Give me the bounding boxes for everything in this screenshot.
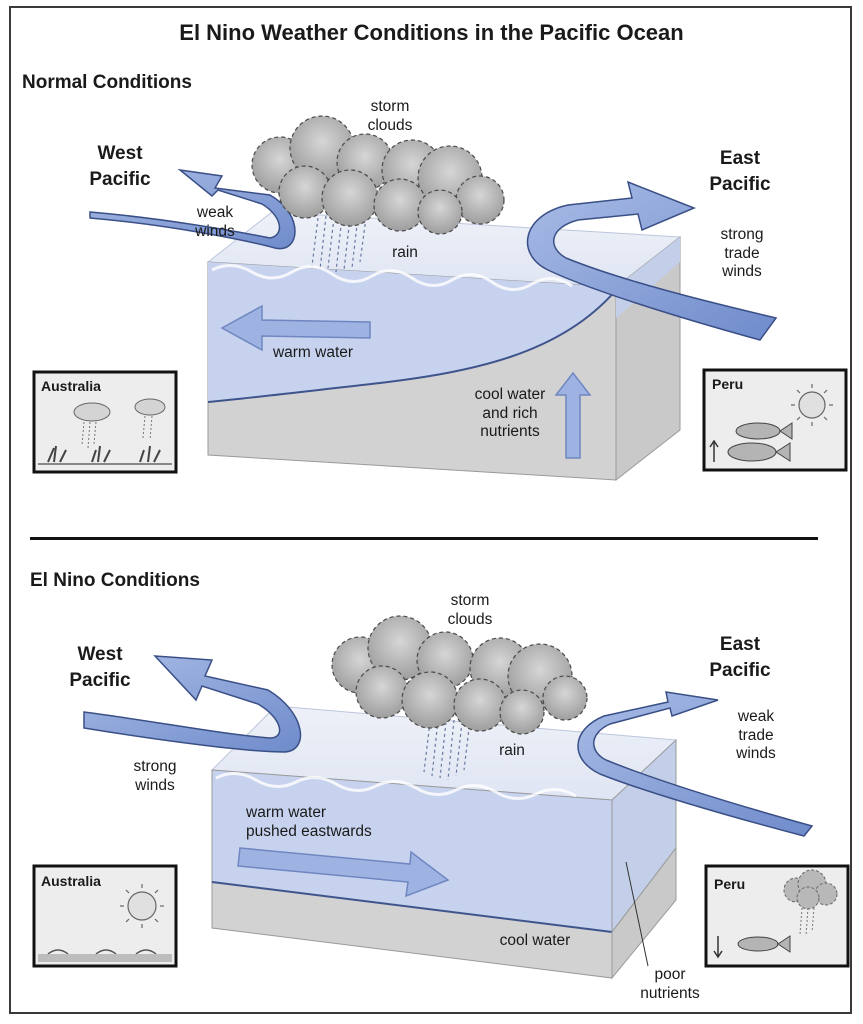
elnino-cool-water-label: cool water (499, 932, 571, 949)
normal-upwelling-arrow (554, 371, 592, 459)
fish-icon (727, 422, 793, 462)
normal-strong-trade-winds-arrow (526, 180, 778, 341)
elnino-weak-trade-winds-arrow (577, 691, 814, 837)
elnino-east-label: East Pacific (709, 634, 771, 681)
elnino-storm-clouds-label: storm clouds (447, 592, 493, 628)
sun-icon (120, 884, 164, 928)
normal-peru-inset (702, 368, 848, 472)
normal-storm-clouds-label: storm clouds (367, 98, 413, 134)
rain-icon (799, 907, 815, 937)
normal-rain-label: rain (392, 244, 418, 261)
grass-icon (47, 949, 157, 955)
normal-cool-water-label: cool water and rich nutrients (474, 386, 546, 441)
normal-australia-inset (32, 370, 178, 474)
normal-warm-water-label: warm water (272, 344, 354, 361)
cloud-icon (73, 398, 166, 422)
elnino-australia-label: Australia (41, 873, 101, 889)
elnino-strong-winds-label: strong winds (133, 758, 177, 794)
grass-icon (47, 445, 161, 463)
elnino-heading: El Nino Conditions (30, 570, 200, 591)
normal-warm-water-arrow (220, 304, 371, 352)
elnino-warm-water-arrow (237, 847, 450, 898)
normal-peru-label: Peru (712, 376, 744, 392)
normal-weak-winds-arrow (89, 168, 296, 250)
elnino-ocean-block (210, 705, 678, 980)
elnino-peru-label: Peru (714, 876, 746, 892)
section-divider (30, 537, 818, 540)
elnino-poor-nutrients-label: poor nutrients (640, 966, 700, 1002)
elnino-west-label: West Pacific (69, 644, 131, 691)
up-arrow-icon (709, 439, 719, 462)
normal-heading: Normal Conditions (22, 72, 192, 93)
rain-icon (81, 415, 153, 449)
poor-nutrients-pointer (625, 861, 649, 967)
elnino-weak-trade-winds-label: weak trade winds (736, 708, 776, 763)
normal-strong-trade-winds-label: strong trade winds (720, 226, 764, 281)
fish-icon (737, 935, 791, 953)
normal-west-label: West Pacific (89, 143, 151, 190)
normal-weak-winds-label: weak winds (195, 204, 235, 240)
elnino-australia-inset (32, 864, 178, 968)
elnino-strong-winds-arrow (83, 655, 302, 753)
sun-icon (791, 384, 833, 426)
elnino-rain-label: rain (499, 742, 525, 759)
elnino-storm-clouds (331, 615, 588, 735)
normal-australia-label: Australia (41, 378, 101, 394)
normal-east-label: East Pacific (709, 148, 771, 195)
diagram-title: El Nino Weather Conditions in the Pacifi… (179, 20, 684, 45)
elnino-peru-inset (704, 864, 850, 968)
normal-storm-clouds (251, 115, 505, 235)
down-arrow-icon (713, 936, 723, 959)
elnino-warm-water-label: warm water pushed eastwards (246, 804, 372, 840)
cloud-icon (783, 869, 838, 910)
